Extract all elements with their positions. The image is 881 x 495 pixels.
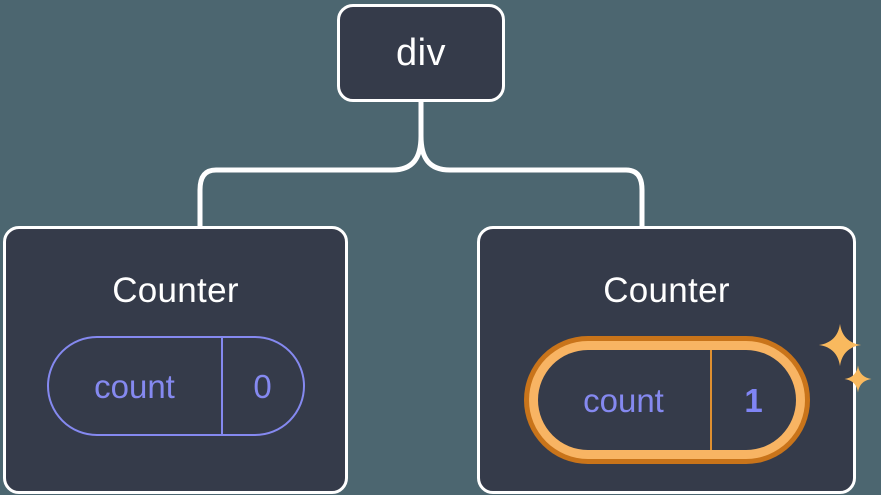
counter-right-title: Counter bbox=[603, 271, 730, 310]
counter-left-state-pill[interactable]: count 0 bbox=[46, 336, 305, 436]
node-counter-right[interactable]: Counter count 1 bbox=[477, 226, 871, 494]
sparkle-large-icon bbox=[818, 323, 861, 367]
counter-right-state-value: 1 bbox=[744, 381, 763, 419]
node-div[interactable]: div bbox=[337, 4, 505, 102]
counter-right-state-key: count bbox=[583, 381, 664, 419]
counter-right-state-wrap: count 1 bbox=[523, 323, 871, 464]
counter-right-state-key-cell: count bbox=[538, 350, 710, 450]
counter-left-state-key: count bbox=[94, 367, 175, 405]
counter-right-state-value-cell: 1 bbox=[709, 350, 796, 450]
state-highlight-inner-ring: count 1 bbox=[528, 341, 805, 459]
counter-left-state-wrap: count 0 bbox=[46, 336, 305, 436]
counter-left-state-value: 0 bbox=[253, 367, 272, 405]
sparkle-small-icon bbox=[844, 365, 871, 393]
node-div-label: div bbox=[395, 32, 447, 74]
counter-left-state-value-cell: 0 bbox=[220, 338, 303, 434]
state-highlight-outer-ring: count 1 bbox=[523, 336, 810, 464]
counter-right-state-pill[interactable]: count 1 bbox=[537, 350, 796, 450]
node-counter-left[interactable]: Counter count 0 bbox=[3, 226, 348, 494]
counter-left-state-key-cell: count bbox=[49, 338, 221, 434]
counter-left-title: Counter bbox=[112, 271, 239, 310]
